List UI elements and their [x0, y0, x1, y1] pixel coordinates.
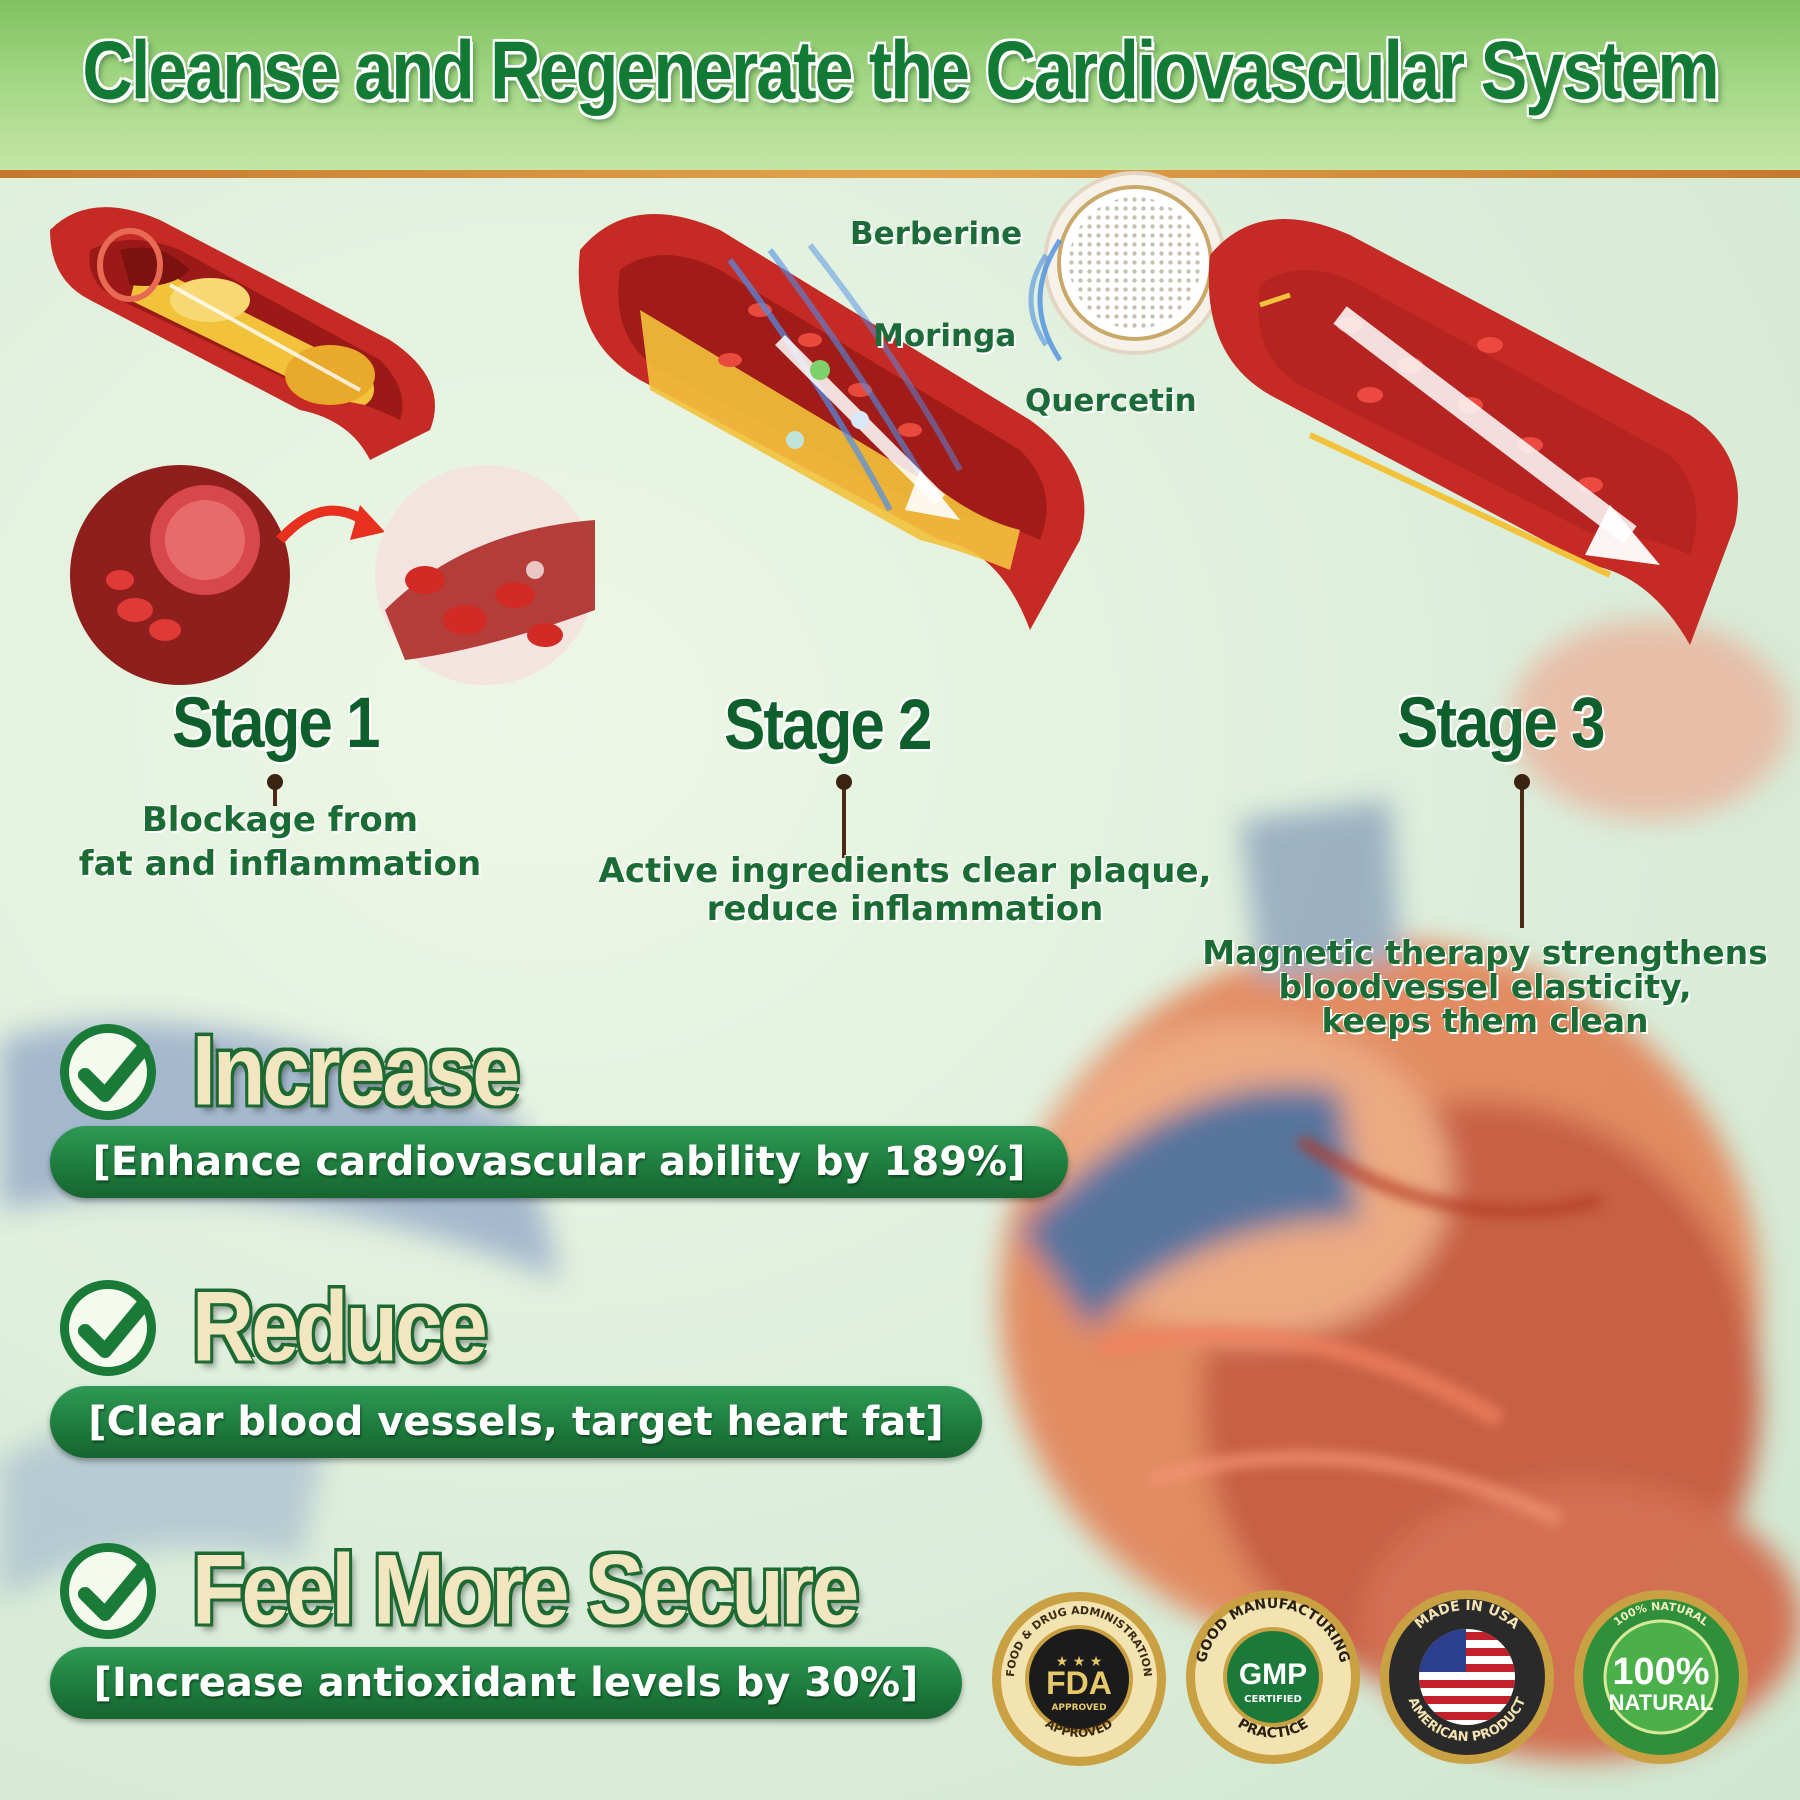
gmp-sub: CERTIFIED: [1244, 1694, 1302, 1705]
stage2-pin-line: [842, 778, 846, 858]
clot-to-clear-circles-illustration: [70, 465, 595, 685]
benefit-detail-bar: [Clear blood vessels, target heart fat]: [50, 1386, 982, 1458]
100-percent-natural-badge: 100% NATURAL 100% NATURAL: [1574, 1590, 1748, 1764]
stage1-blocked-vessel-illustration: [50, 207, 435, 460]
page-title: Cleanse and Regenerate the Cardiovascula…: [82, 23, 1719, 117]
made-in-usa-badge: MADE IN USA AMERICAN PRODUCT: [1380, 1590, 1554, 1764]
benefit-detail-feel-more-secure: [Increase antioxidant levels by 30%]: [93, 1660, 919, 1706]
fda-sub: APPROVED: [1051, 1703, 1106, 1713]
magnetic-waves-icon: [1028, 238, 1063, 362]
benefit-detail-increase: [Enhance cardiovascular ability by 189%]: [92, 1139, 1026, 1185]
stage3-clean-vessel-illustration: [1208, 219, 1738, 645]
fda-approved-badge: FOOD & DRUG ADMINISTRATION ★ ★ ★ FDA APP…: [992, 1592, 1166, 1766]
benefit-detail-bar: [Increase antioxidant levels by 30%]: [50, 1647, 962, 1719]
stage3-pin-line: [1520, 778, 1524, 928]
stage3-desc-line1: Magnetic therapy strengthens: [1202, 933, 1768, 972]
fda-stars: ★ ★ ★: [1056, 1654, 1103, 1670]
benefit-detail-reduce: [Clear blood vessels, target heart fat]: [88, 1399, 944, 1445]
stage1-title: Stage 1: [172, 683, 381, 764]
natural-sub: NATURAL: [1609, 1690, 1714, 1715]
ingredient-label-berberine: Berberine: [850, 216, 1023, 252]
magnetic-patch-icon: [1043, 171, 1227, 355]
fda-center: FDA: [1046, 1665, 1112, 1701]
stage1-desc-line2: fat and inflammation: [78, 844, 482, 884]
stage1-pin-dot: [267, 774, 283, 790]
stage3-description: Magnetic therapy strengthens bloodvessel…: [1170, 936, 1800, 1038]
stage1-desc-line1: Blockage from: [141, 800, 419, 840]
ingredient-label-moringa: Moringa: [873, 318, 1017, 354]
stage3-pin-dot: [1514, 774, 1530, 790]
stage1-description: Blockage from fat and inflammation: [40, 798, 520, 886]
benefit-heading-reduce: Reduce: [192, 1271, 488, 1383]
natural-center: 100%: [1612, 1651, 1709, 1693]
stage3-desc-line3: keeps them clean: [1321, 1001, 1649, 1040]
benefit-heading-feel-more-secure: Feel More Secure: [192, 1534, 859, 1646]
stage2-cleaning-vessel-illustration: [578, 214, 1085, 630]
header-banner: [0, 0, 1800, 172]
stage3-desc-line2: bloodvessel elasticity,: [1278, 967, 1692, 1006]
benefit-heading-increase: Increase: [192, 1015, 520, 1127]
stage2-title: Stage 2: [724, 685, 933, 766]
check-icon: [60, 1280, 156, 1376]
ingredient-label-quercetin: Quercetin: [1025, 383, 1197, 419]
gmp-certified-badge: GOOD MANUFACTURING GMP CERTIFIED PRACTIC…: [1186, 1590, 1360, 1764]
stage2-description: Active ingredients clear plaque, reduce …: [570, 852, 1240, 928]
gmp-center: GMP: [1239, 1658, 1307, 1691]
stage1-pin-line: [273, 778, 277, 806]
stage3-title: Stage 3: [1397, 683, 1606, 764]
check-icon: [60, 1024, 156, 1120]
check-icon: [60, 1543, 156, 1639]
stage2-desc-line2: reduce inflammation: [706, 889, 1104, 929]
benefit-detail-bar: [Enhance cardiovascular ability by 189%]: [50, 1126, 1068, 1198]
stage2-pin-dot: [836, 774, 852, 790]
stage2-desc-line1: Active ingredients clear plaque,: [598, 851, 1212, 891]
header-divider: [0, 170, 1800, 178]
fda-bottom-text: APPROVED: [1043, 1716, 1115, 1740]
